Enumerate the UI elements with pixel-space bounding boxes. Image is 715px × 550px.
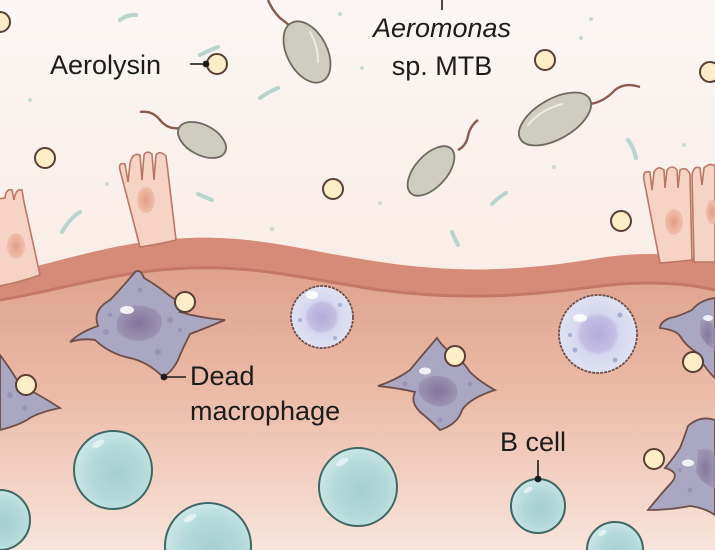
dead-macrophage-1 [69, 269, 226, 379]
aerolysin-bound-4 [682, 351, 704, 373]
aerolysin-bound-1 [174, 291, 196, 313]
dead-macrophage-label-line2: macrophage [190, 396, 341, 426]
epithelial-cell-right-2 [691, 163, 715, 263]
bacterium-3 [406, 119, 479, 197]
aeromonas-label-strain: sp. MTB [391, 51, 493, 81]
dead-macrophage-5 [646, 417, 715, 517]
aerolysin-bound-5 [643, 448, 665, 470]
aerolysin-leader-dot [202, 60, 210, 68]
epithelial-cell-right-1 [642, 166, 693, 264]
label-leaders [160, 0, 542, 483]
b-cell-5 [0, 489, 31, 550]
b-cell-leader-dot [534, 475, 542, 483]
aerolysin-bound-3 [444, 345, 466, 367]
b-cell-4 [586, 521, 644, 550]
b-cell-1 [73, 430, 153, 510]
b-cell-2 [318, 447, 398, 527]
lumen-debris [60, 12, 638, 247]
aerolysin-bound-2 [15, 374, 37, 396]
b-cell-3 [164, 502, 252, 550]
bacterium-1 [266, 0, 332, 84]
aeromonas-label-genus: Aeromonas [372, 13, 512, 43]
bacterium-2 [139, 110, 227, 159]
immune-cell-2 [558, 294, 638, 374]
epithelial-cell-left [0, 188, 41, 287]
immune-cell-1 [290, 285, 354, 349]
epithelial-cell-center [118, 151, 177, 248]
bacterium-4 [518, 83, 641, 147]
lumen-specks [28, 12, 686, 231]
b-cells [0, 430, 644, 550]
macrophage-leader-dot [160, 373, 168, 381]
b-cell-highlights [91, 439, 607, 537]
dead-macrophage-label-line1: Dead [190, 361, 255, 391]
dead-macrophage-3 [377, 336, 498, 432]
aerolysin-toxins-lumen [0, 11, 715, 232]
b-cell-label: B cell [500, 427, 567, 457]
epithelial-band [0, 237, 715, 300]
epithelial-surface-line [0, 266, 715, 302]
b-cell-labeled [510, 478, 566, 534]
aerolysin-label: Aerolysin [50, 50, 162, 80]
